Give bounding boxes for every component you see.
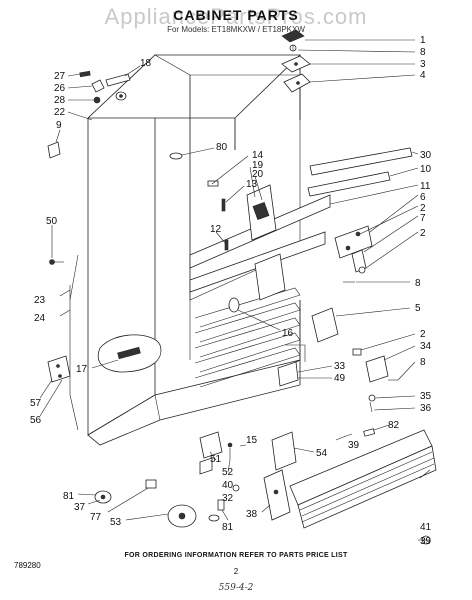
callout-7: 7 xyxy=(420,213,426,224)
plate-16 xyxy=(254,253,286,301)
callout-5: 5 xyxy=(415,303,421,314)
callout-24: 24 xyxy=(34,313,46,324)
callout-39a: 39 xyxy=(348,440,360,451)
callout-14: 14 xyxy=(252,150,264,161)
callout-56: 56 xyxy=(30,415,42,426)
bottom-left-parts xyxy=(94,490,220,528)
ordering-info-note: FOR ORDERING INFORMATION REFER TO PARTS … xyxy=(124,552,347,559)
callout-33: 33 xyxy=(334,361,346,372)
lower-cross-rail xyxy=(189,231,326,293)
callout-6: 6 xyxy=(420,192,426,203)
callout-34: 34 xyxy=(420,341,432,352)
callout-10: 10 xyxy=(420,164,432,175)
upper-left-small-parts xyxy=(47,70,131,159)
callout-51: 51 xyxy=(210,454,222,465)
callout-36: 36 xyxy=(420,403,432,414)
callout-50: 50 xyxy=(46,216,58,227)
callout-20: 20 xyxy=(252,169,264,180)
callout-27: 27 xyxy=(54,71,66,82)
callout-39b: 39 xyxy=(420,536,432,547)
callout-41: 41 xyxy=(420,522,432,533)
callout-30: 30 xyxy=(420,150,432,161)
watermark: AppliancePartsPros.com xyxy=(105,4,368,29)
callout-11: 11 xyxy=(420,181,431,192)
callout-8c: 8 xyxy=(420,357,426,368)
cabinet-shell xyxy=(69,54,331,446)
hinge-6 xyxy=(334,225,373,259)
plug-80 xyxy=(169,152,183,160)
callout-15: 15 xyxy=(246,435,258,446)
callout-54: 54 xyxy=(316,448,328,459)
callout-26: 26 xyxy=(54,83,66,94)
callout-49: 49 xyxy=(334,373,346,384)
callout-77: 77 xyxy=(90,512,102,523)
grommet-16 xyxy=(228,297,240,313)
callout-81a: 81 xyxy=(222,522,234,533)
grille-kickplate xyxy=(289,429,437,545)
callout-53: 53 xyxy=(110,517,122,528)
callout-3: 3 xyxy=(420,59,426,70)
callout-18: 18 xyxy=(140,58,152,69)
trim-10 xyxy=(307,171,391,197)
callout-35: 35 xyxy=(420,391,432,402)
bracket-5 xyxy=(311,307,339,343)
callout-22: 22 xyxy=(54,107,66,118)
callout-2c: 2 xyxy=(420,329,426,340)
callout-13: 13 xyxy=(246,179,258,190)
handwritten-note: 559-4-2 xyxy=(219,583,254,593)
callout-12: 12 xyxy=(210,224,222,235)
top-hinge-assembly xyxy=(281,29,311,93)
page-number: 2 xyxy=(234,567,239,576)
model-line: For Models: ET18MKXW / ET18PKXW xyxy=(167,25,305,34)
right-middle-parts xyxy=(277,348,398,413)
callout-52: 52 xyxy=(222,467,234,478)
callout-23: 23 xyxy=(34,295,46,306)
callout-8a: 8 xyxy=(420,47,426,58)
bracket-57-56 xyxy=(47,355,71,383)
evaporator-cover-slats xyxy=(194,287,301,388)
callout-81b: 81 xyxy=(63,491,75,502)
callout-16: 16 xyxy=(282,328,294,339)
callout-38: 38 xyxy=(246,509,258,520)
access-cover xyxy=(97,334,162,373)
trim-30 xyxy=(309,147,413,176)
hinge-38 xyxy=(263,469,291,521)
page-title: CABINET PARTS xyxy=(173,7,299,23)
callout-57: 57 xyxy=(30,398,42,409)
callout-82: 82 xyxy=(388,420,400,431)
cabinet-top xyxy=(86,54,301,119)
callout-17: 17 xyxy=(76,364,88,375)
callouts: 1 8 3 4 18 27 26 28 22 9 80 14 19 20 13 … xyxy=(30,35,432,547)
bottom-right-parts xyxy=(271,428,376,471)
right-rail-parts xyxy=(307,147,413,283)
left-screws xyxy=(49,259,71,300)
callout-4: 4 xyxy=(420,70,426,81)
callout-28: 28 xyxy=(54,95,66,106)
callout-37: 37 xyxy=(74,502,86,513)
callout-1: 1 xyxy=(420,35,426,46)
callout-32: 32 xyxy=(222,493,234,504)
center-bracket-parts xyxy=(207,180,286,313)
diagram-code: 789280 xyxy=(14,561,41,570)
bottom-center-parts xyxy=(145,431,291,521)
callout-80: 80 xyxy=(216,142,228,153)
callout-8b: 8 xyxy=(415,278,421,289)
callout-2b: 2 xyxy=(420,228,426,239)
callout-19: 19 xyxy=(252,160,264,171)
callout-9: 9 xyxy=(56,120,62,131)
callout-2a: 2 xyxy=(420,203,426,214)
callout-40: 40 xyxy=(222,480,234,491)
